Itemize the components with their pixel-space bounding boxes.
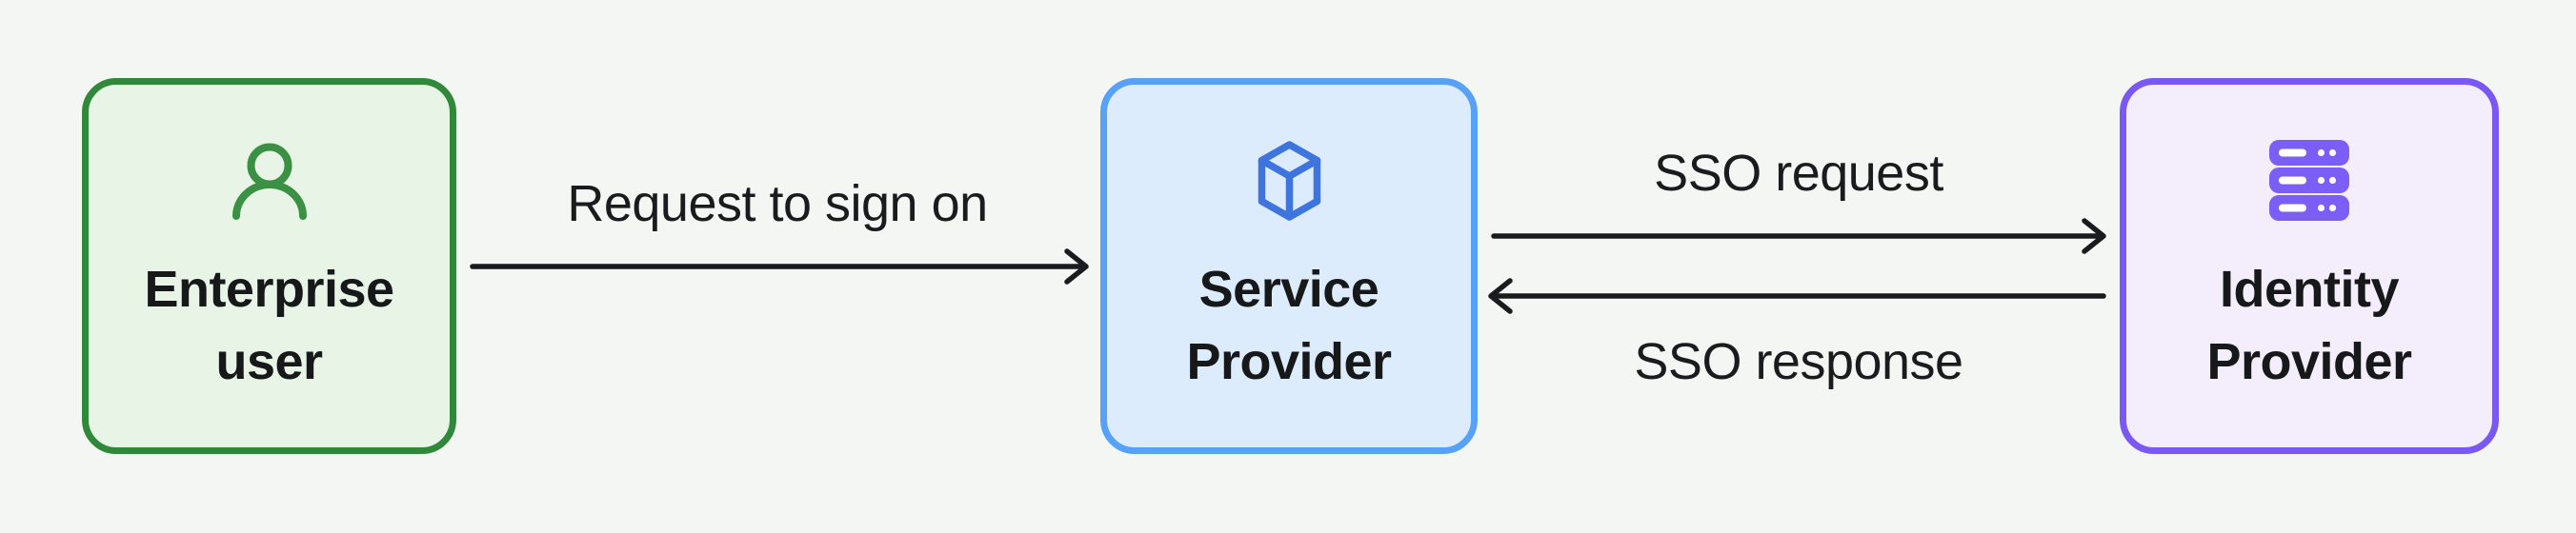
node-label-line2: user bbox=[215, 332, 323, 390]
cube-icon bbox=[1258, 140, 1321, 221]
arrowhead-right-icon bbox=[2082, 218, 2106, 254]
node-label-line1: Identity bbox=[2219, 261, 2400, 318]
user-icon bbox=[231, 141, 308, 221]
node-label-service-provider: Service Provider bbox=[1186, 253, 1392, 398]
edge-label-sso-response: SSO response bbox=[1634, 333, 1963, 390]
node-label-line2: Provider bbox=[2206, 333, 2412, 390]
arrow-sso-request bbox=[1491, 218, 2106, 254]
arrowhead-left-icon bbox=[1488, 278, 1513, 314]
edge-label-sso-request: SSO request bbox=[1654, 145, 1943, 202]
arrowhead-right-icon bbox=[1064, 248, 1089, 285]
arrow-sso-response bbox=[1488, 278, 2106, 314]
node-label-enterprise-user: Enterprise user bbox=[144, 253, 394, 398]
node-label-identity-provider: Identity Provider bbox=[2206, 253, 2412, 398]
node-enterprise-user: Enterprise user bbox=[82, 78, 456, 454]
node-label-line1: Enterprise bbox=[144, 260, 394, 318]
node-service-provider: Service Provider bbox=[1100, 78, 1478, 454]
node-identity-provider: Identity Provider bbox=[2120, 78, 2499, 454]
server-icon bbox=[2269, 140, 2349, 221]
edge-label-request-to-sign-on: Request to sign on bbox=[567, 175, 988, 232]
node-label-line1: Service bbox=[1198, 260, 1379, 318]
node-label-line2: Provider bbox=[1186, 332, 1392, 390]
arrow-request-to-sign-on bbox=[470, 248, 1089, 285]
